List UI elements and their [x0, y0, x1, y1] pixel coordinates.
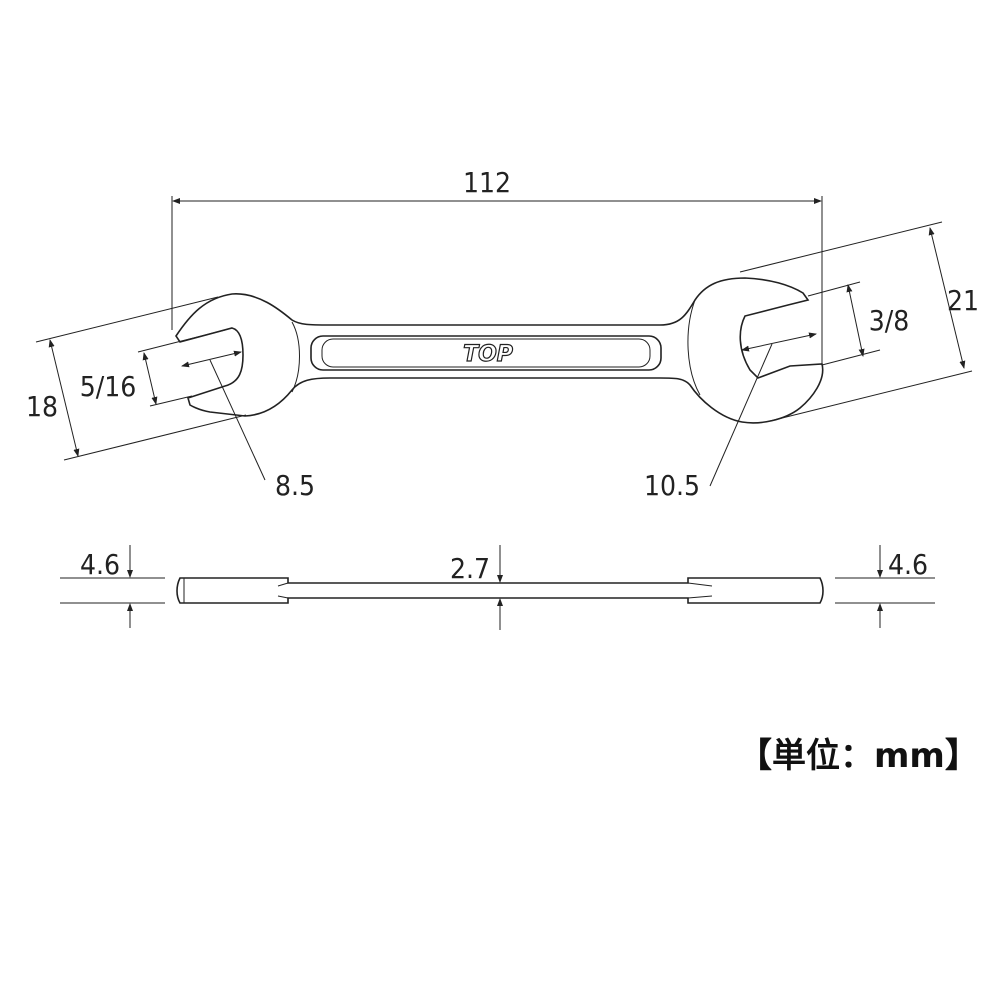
- dim-right-opening-inch-label: 3/8: [869, 304, 910, 337]
- dim-left-opening-inch-label: 5/16: [80, 370, 137, 403]
- dimension-length: 112: [171, 166, 823, 366]
- dim-left-head-label: 18: [26, 390, 58, 423]
- wrench-side-view: [176, 577, 824, 604]
- dimension-right-head: 21: [739, 221, 979, 422]
- dim-shaft-thickness-label: 2.7: [450, 552, 490, 585]
- dimension-right-thickness: 4.6: [835, 545, 935, 628]
- wrench-top-view: TOP: [175, 277, 824, 424]
- recess-slot: [310, 335, 662, 371]
- dim-left-thickness-label: 4.6: [80, 548, 120, 581]
- dimension-left-opening-mm: 8.5: [181, 350, 315, 502]
- dimension-right-opening-inch: 3/8: [807, 281, 910, 366]
- dimension-right-opening-mm: 10.5: [644, 332, 817, 502]
- dim-right-thickness-label: 4.6: [888, 548, 928, 581]
- top-logo: TOP: [463, 342, 513, 367]
- dimension-shaft-thickness: 2.7: [450, 545, 503, 630]
- dim-length-label: 112: [463, 166, 511, 199]
- dim-right-head-label: 21: [947, 284, 979, 317]
- dimension-left-opening-inch: 5/16: [80, 329, 226, 407]
- dimension-left-head: 18: [26, 296, 247, 461]
- unit-label: 【単位：mm】: [738, 736, 979, 776]
- dim-left-opening-mm-label: 8.5: [275, 469, 315, 502]
- dimension-left-thickness: 4.6: [60, 545, 165, 628]
- dim-right-opening-mm-label: 10.5: [644, 469, 700, 502]
